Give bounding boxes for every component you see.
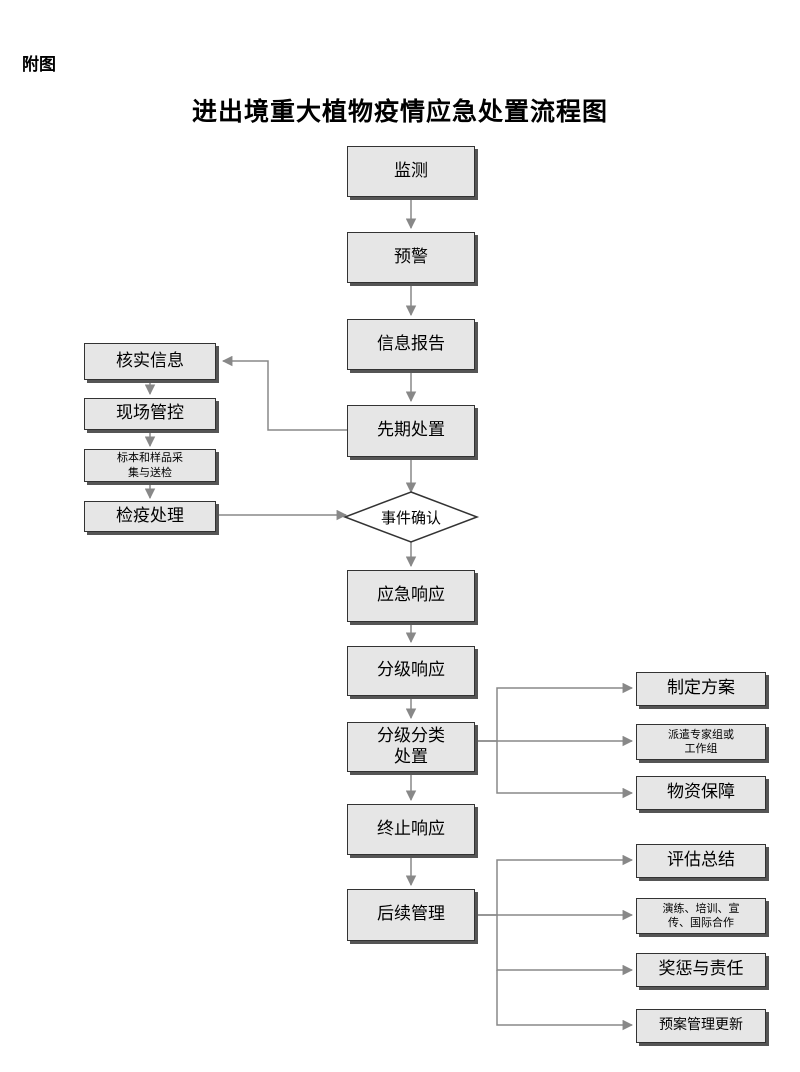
node-evaluate-summary: 评估总结 — [636, 844, 766, 878]
node-terminate-response: 终止响应 — [347, 804, 475, 855]
node-make-plan: 制定方案 — [636, 672, 766, 706]
node-event-confirm: 事件确认 — [380, 508, 441, 527]
node-initial-disposal: 先期处置 — [347, 405, 475, 457]
arrow-followup-update — [496, 970, 634, 1031]
node-info-report: 信息报告 — [347, 319, 475, 370]
arrow-followup-rewards — [496, 915, 634, 976]
arrow-followup-evaluate — [476, 854, 634, 916]
attachment-label: 附图 — [22, 55, 56, 75]
arrow-disposal-plan — [476, 682, 634, 742]
page-title: 进出境重大植物疫情应急处置流程图 — [191, 97, 608, 126]
node-warning: 预警 — [347, 232, 475, 283]
arrow-disposal-material — [496, 741, 634, 799]
arrow-initial-verify — [221, 355, 347, 431]
event-confirm-diamond — [342, 491, 480, 543]
node-plan-update: 预案管理更新 — [636, 1009, 766, 1043]
node-rewards-responsibility: 奖惩与责任 — [636, 953, 766, 987]
node-drills-training: 演练、培训、宣 传、国际合作 — [636, 898, 766, 934]
node-verify-info: 核实信息 — [84, 343, 216, 380]
node-graded-disposal: 分级分类 处置 — [347, 722, 475, 772]
node-emergency-response: 应急响应 — [347, 570, 475, 622]
node-dispatch-experts: 派遣专家组或 工作组 — [636, 724, 766, 760]
node-graded-response: 分级响应 — [347, 646, 475, 696]
node-followup-management: 后续管理 — [347, 889, 475, 941]
node-monitor: 监测 — [347, 146, 475, 197]
node-quarantine-treatment: 检疫处理 — [84, 501, 216, 532]
node-sample-collection: 标本和样品采 集与送检 — [84, 449, 216, 482]
node-site-control: 现场管控 — [84, 398, 216, 430]
node-material-support: 物资保障 — [636, 776, 766, 810]
